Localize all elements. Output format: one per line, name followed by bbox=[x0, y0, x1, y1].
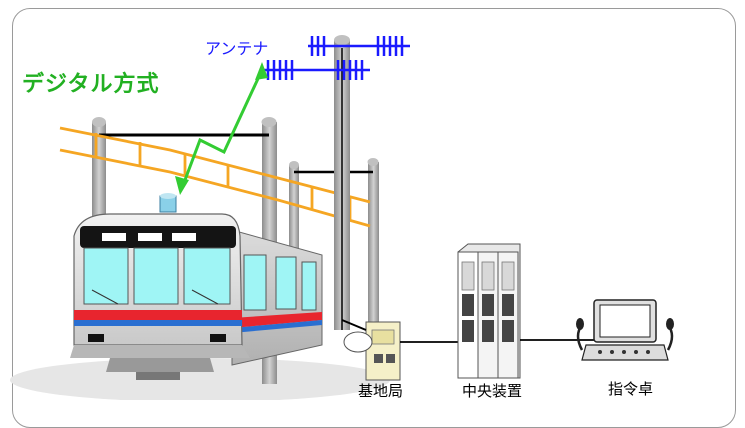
train-stripe-red bbox=[74, 310, 242, 320]
dispatch-console bbox=[576, 299, 674, 361]
train-window-right bbox=[183, 247, 231, 305]
base-station bbox=[343, 321, 401, 381]
system-diagram bbox=[10, 35, 674, 400]
central-unit-label: 中央装置 bbox=[462, 382, 523, 400]
dispatch-console-label: 指令卓 bbox=[608, 380, 654, 398]
base-station-label: 基地局 bbox=[358, 382, 404, 400]
radio-wave-arrow bbox=[175, 62, 268, 195]
train-window-center bbox=[133, 247, 179, 305]
digital-system-label: デジタル方式 bbox=[22, 72, 160, 97]
link-pole-to-base bbox=[341, 319, 367, 331]
antenna-pole bbox=[334, 35, 350, 330]
antenna-label: アンテナ bbox=[205, 39, 269, 58]
central-unit bbox=[457, 243, 521, 379]
catenary-pole-back bbox=[289, 158, 379, 325]
train bbox=[70, 193, 323, 380]
train-window-left bbox=[83, 247, 129, 305]
antenna-array bbox=[264, 36, 410, 80]
ground-shadow bbox=[10, 358, 390, 400]
overhead-wires bbox=[59, 126, 371, 228]
train-stripe-blue bbox=[74, 320, 242, 326]
